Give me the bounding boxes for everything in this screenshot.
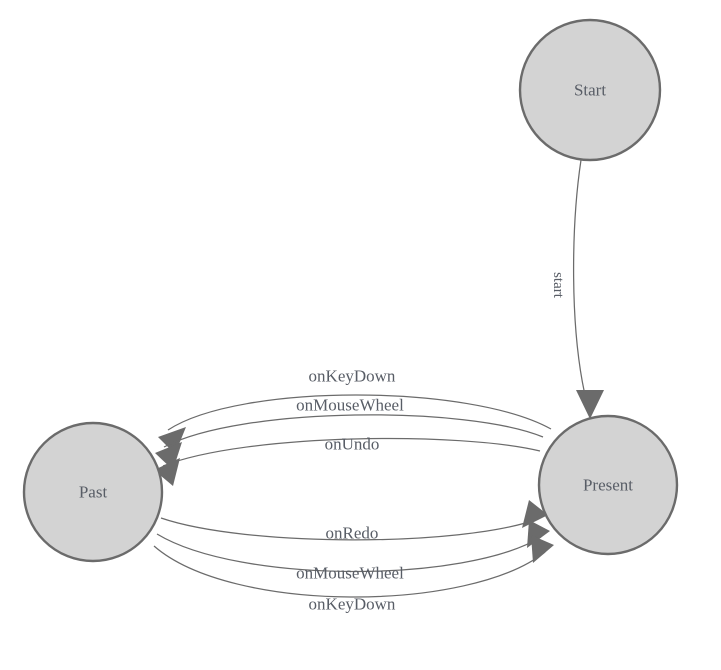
edge-label-onmousewheel-undo: onMouseWheel <box>296 396 404 415</box>
edge-past-to-present-onkeydown[interactable]: onKeyDown <box>153 535 554 614</box>
node-present[interactable]: Present <box>537 414 679 556</box>
edge-path[interactable] <box>153 545 546 598</box>
arrowhead-icon <box>531 535 554 563</box>
node-start-label: Start <box>574 81 606 100</box>
edge-label-onkeydown-redo: onKeyDown <box>309 595 396 614</box>
edge-label-start: start <box>550 272 566 299</box>
edge-path[interactable] <box>163 414 544 448</box>
arrowhead-icon <box>522 500 548 528</box>
arrowhead-icon <box>158 427 186 454</box>
edge-label-onundo: onUndo <box>325 435 380 454</box>
node-past[interactable]: Past <box>22 421 164 563</box>
edge-path[interactable] <box>162 437 541 467</box>
edge-present-to-past-onundo[interactable]: onUndo <box>154 435 541 487</box>
edge-path[interactable] <box>156 533 542 573</box>
arrowhead-icon <box>154 458 180 486</box>
edge-path[interactable] <box>160 517 539 541</box>
edge-path[interactable] <box>167 394 552 431</box>
node-past-circle[interactable] <box>22 421 164 563</box>
node-layer: Start Past Present <box>22 18 679 563</box>
node-present-circle[interactable] <box>537 414 679 556</box>
node-start[interactable]: Start <box>518 18 662 162</box>
node-start-circle[interactable] <box>518 18 662 162</box>
edge-label-onmousewheel-redo: onMouseWheel <box>296 564 404 583</box>
node-past-label: Past <box>79 483 108 502</box>
edge-label-onkeydown-undo: onKeyDown <box>309 367 396 386</box>
edge-layer: start onKeyDown onMouseWheel onUndo <box>153 159 604 614</box>
arrowhead-icon <box>576 390 604 419</box>
edge-path[interactable] <box>573 159 589 409</box>
edge-present-to-past-onkeydown[interactable]: onKeyDown <box>158 367 552 455</box>
edge-start-to-present[interactable]: start <box>550 159 604 419</box>
edge-past-to-present-onredo[interactable]: onRedo <box>160 500 548 543</box>
edge-label-onredo: onRedo <box>326 524 379 543</box>
node-present-label: Present <box>583 476 633 495</box>
